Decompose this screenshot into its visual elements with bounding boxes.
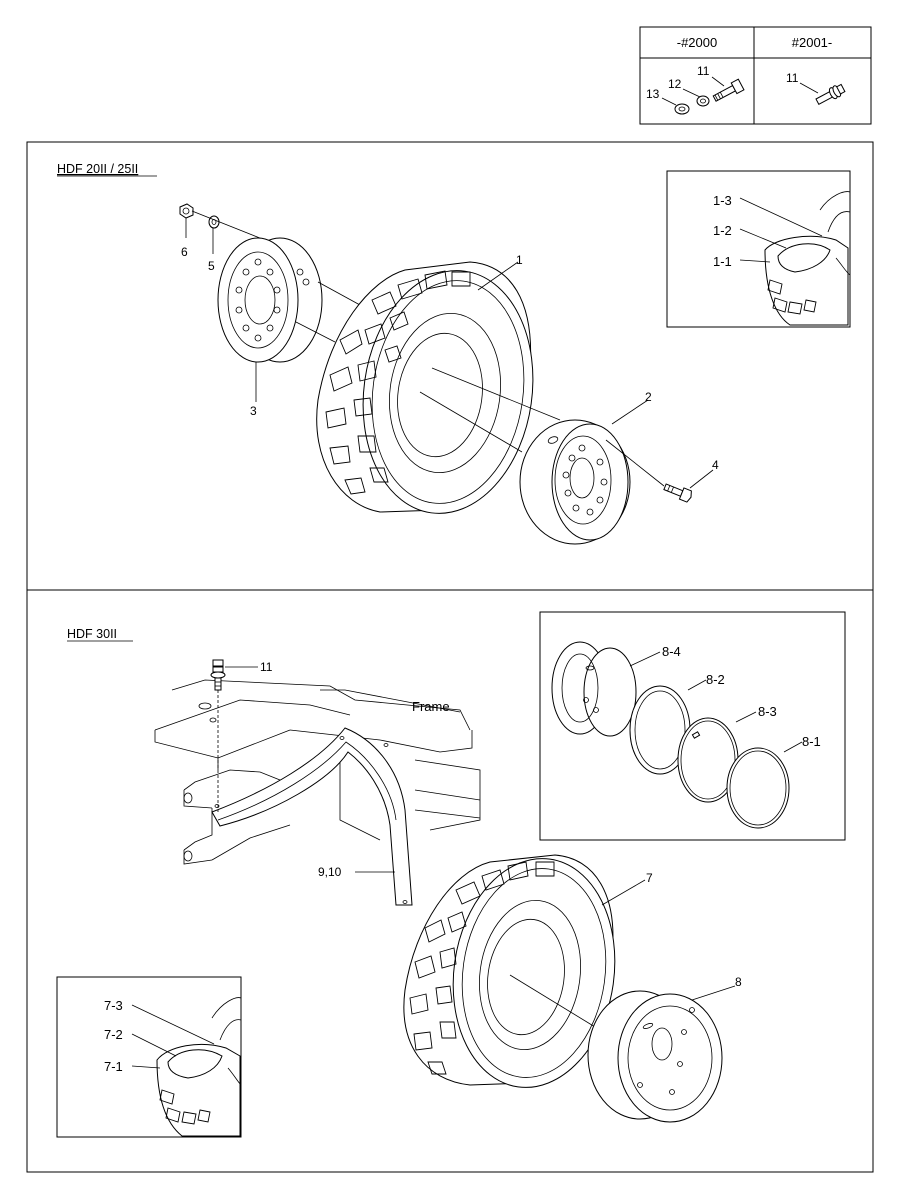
callout-12: 12 [668, 77, 682, 91]
rim-8-drawing [587, 990, 723, 1123]
rim-base-8-4-drawing [551, 641, 637, 737]
callout-8: 8 [735, 975, 742, 989]
callout-1-2: 1-2 [713, 223, 732, 238]
rim-inset-border [539, 611, 846, 841]
serial-table-border [639, 26, 872, 125]
callout-7-1: 7-1 [104, 1059, 123, 1074]
callout-1: 1 [516, 253, 523, 267]
serial-header-after: #2001- [792, 35, 832, 50]
fender-9-10-drawing [211, 727, 413, 906]
callout-11-fender: 11 [260, 660, 273, 674]
washer-13-drawing [674, 103, 690, 115]
fender-bolt-11-drawing [210, 659, 226, 812]
bolt-11-drawing [712, 78, 745, 102]
inset-top-border [666, 170, 851, 328]
callout-13: 13 [646, 87, 660, 101]
section-top: HDF 20II / 25II 6 5 [57, 162, 851, 545]
callout-6: 6 [181, 245, 188, 259]
bolt-4-drawing [663, 483, 692, 503]
callout-1-3: 1-3 [713, 193, 732, 208]
bolt-set-after: 11 [786, 71, 846, 105]
callout-4: 4 [712, 458, 719, 472]
callout-8-3: 8-3 [758, 704, 777, 719]
o-ring-8-1-drawing [726, 747, 790, 829]
rim-parts-inset: 8-4 8-2 8-3 8-1 [539, 611, 846, 841]
rim-half-3-drawing [217, 237, 323, 363]
callout-11-after: 11 [786, 71, 799, 85]
serial-number-table: -#2000 #2001- 11 12 13 [639, 26, 872, 125]
callout-7-2: 7-2 [104, 1027, 123, 1042]
rim-half-2-drawing [519, 419, 631, 545]
callout-5: 5 [208, 259, 215, 273]
tire-section-inset-top: 1-3 1-2 1-1 [666, 170, 851, 328]
section-bottom: HDF 30II Frame [56, 611, 846, 1138]
tire-1-drawing [316, 261, 534, 514]
nut-6-drawing [179, 203, 194, 219]
section-bottom-title: HDF 30II [67, 627, 117, 641]
callout-9-10: 9,10 [318, 865, 342, 879]
inset-bottom-border [56, 976, 242, 1138]
tire-7-drawing [403, 854, 616, 1088]
bolt-set-before: 11 12 13 [646, 64, 745, 115]
callout-8-4: 8-4 [662, 644, 681, 659]
frame-drawing [154, 679, 481, 865]
callout-8-1: 8-1 [802, 734, 821, 749]
frame-label: Frame [412, 699, 450, 714]
washer-5-drawing [208, 215, 220, 229]
combo-bolt-11-drawing [815, 83, 846, 105]
callout-1-1: 1-1 [713, 254, 732, 269]
callout-7: 7 [646, 871, 653, 885]
section-bottom-frame [26, 589, 874, 1173]
tire-section-inset-bottom: 7-3 7-2 7-1 [56, 976, 242, 1138]
section-top-title: HDF 20II / 25II [57, 162, 138, 176]
serial-header-before: -#2000 [677, 35, 717, 50]
callout-3: 3 [250, 404, 257, 418]
callout-7-3: 7-3 [104, 998, 123, 1013]
callout-2: 2 [645, 390, 652, 404]
washer-12-drawing [696, 95, 710, 107]
callout-11-before: 11 [697, 64, 710, 78]
callout-8-2: 8-2 [706, 672, 725, 687]
